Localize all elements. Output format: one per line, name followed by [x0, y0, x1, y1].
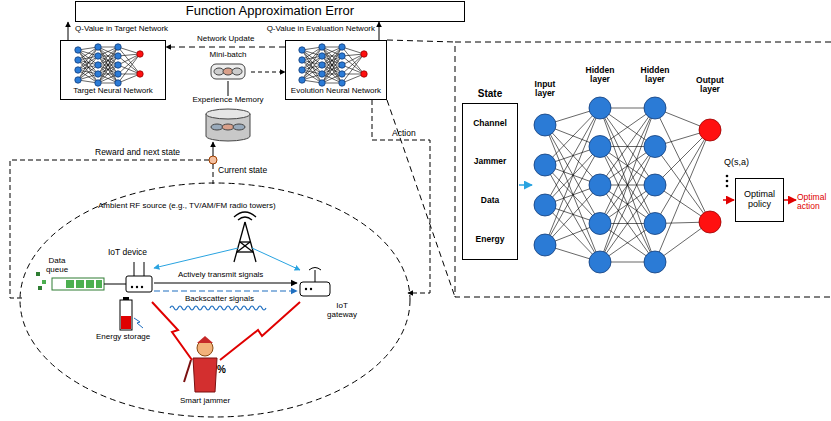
- connector: [68, 22, 69, 40]
- jamming-bolt: [152, 302, 192, 360]
- edge-label: Q-Value in Evaluation Network: [266, 25, 376, 34]
- backscatter-signal: [154, 290, 297, 291]
- energy-storage: [120, 297, 143, 330]
- environment-ellipse: [20, 183, 410, 417]
- label: Current state: [218, 166, 267, 175]
- label: Data queue: [40, 257, 74, 275]
- state-frame: ChannelJammerDataEnergy: [462, 103, 518, 260]
- rf-arrow: [252, 248, 300, 270]
- title-box: Function Approximation Error: [75, 1, 465, 22]
- connector: [166, 47, 285, 48]
- edge-label: Network Update: [196, 35, 255, 44]
- rf-tower: [234, 212, 256, 262]
- label: Input layer: [525, 80, 565, 99]
- state-item: Data: [481, 196, 499, 205]
- label: Reward and next state: [95, 148, 180, 157]
- state-item: Jammer: [474, 157, 507, 166]
- memory-arrow: [213, 142, 214, 156]
- connector: [379, 22, 380, 40]
- iot-gateway: [300, 268, 330, 297]
- action-line: [372, 100, 430, 293]
- input-arrow: [519, 184, 532, 186]
- data-queue: [36, 272, 126, 290]
- current-state-line: [213, 164, 214, 184]
- node-text: Target Neural Network: [73, 87, 153, 96]
- connector: [228, 81, 229, 96]
- edge-label: Q-Value in Target Network: [74, 25, 169, 34]
- label: Energy storage: [96, 333, 150, 342]
- mini-batch: Mini-batch: [205, 51, 251, 81]
- node-text: Function Approximation Error: [186, 4, 354, 18]
- label: Ambient RF source (e.g., TV/AM/FM radio …: [98, 202, 276, 211]
- policy-box: Optimal policy: [735, 178, 784, 222]
- zoom-line: [387, 100, 455, 297]
- label: Q(s,a): [724, 158, 749, 168]
- iot-device: [126, 262, 152, 292]
- state-item: Energy: [476, 235, 505, 244]
- zoom-panel: [455, 42, 831, 297]
- label: Optimal action: [797, 193, 829, 212]
- node-text: Optimal policy: [738, 190, 781, 210]
- ellipsis-dots: [726, 175, 729, 188]
- mini-batch-icon: [211, 64, 245, 79]
- label: Backscatter signals: [185, 295, 254, 304]
- merge-point: [209, 156, 217, 164]
- action-arrow: [784, 199, 796, 201]
- state-item: Channel: [473, 119, 507, 128]
- evolution-network-box: Evolution Neural Network: [285, 40, 387, 100]
- state-heading: State: [478, 88, 502, 99]
- wave: [170, 306, 266, 310]
- label: Action: [392, 129, 416, 138]
- node-text: Evolution Neural Network: [291, 87, 381, 96]
- node-text: Experience Memory: [192, 96, 263, 105]
- label: %: [217, 364, 226, 375]
- q-arrow: [723, 199, 734, 201]
- label: Output layer: [690, 76, 730, 95]
- label: Smart jammer: [172, 397, 238, 406]
- label: Actively transmit signals: [178, 271, 263, 280]
- active-signal: [154, 282, 297, 283]
- label: Hidden layer: [635, 66, 675, 85]
- jamming-bolt: [220, 302, 300, 360]
- neural-networks: [75, 44, 721, 273]
- smart-jammer: [184, 336, 217, 392]
- connector: [251, 72, 285, 73]
- label: Hidden layer: [580, 66, 620, 85]
- state-box: StateChannelJammerDataEnergy: [462, 88, 518, 260]
- rf-arrow: [154, 248, 238, 268]
- zoom-line: [387, 40, 455, 42]
- target-network-box: Target Neural Network: [60, 40, 166, 100]
- label: IoT gateway: [322, 302, 362, 320]
- node-text: Mini-batch: [210, 51, 247, 60]
- experience-memory: Experience Memory: [192, 96, 264, 142]
- label: IoT device: [108, 248, 147, 257]
- memory-cylinder: [206, 109, 250, 141]
